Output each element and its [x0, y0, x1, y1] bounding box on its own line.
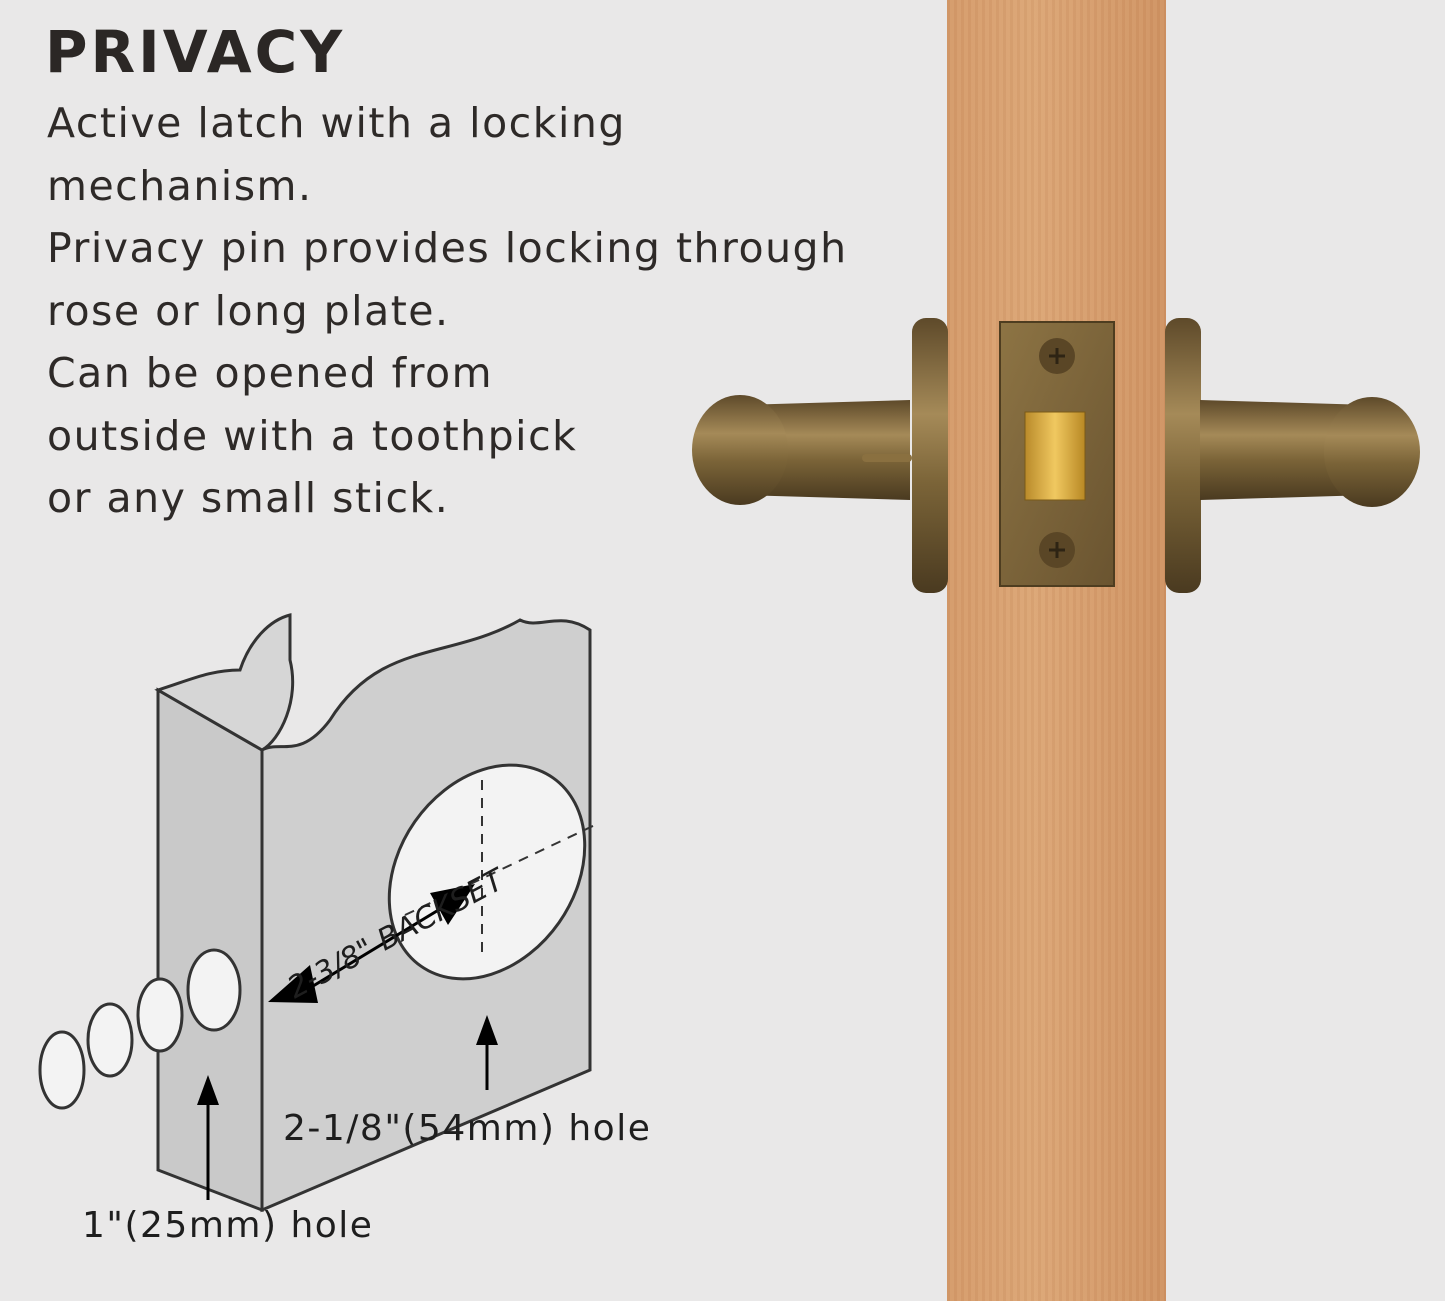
latch-plate	[999, 321, 1115, 587]
description-line: Privacy pin provides locking through	[47, 224, 848, 272]
product-title: PRIVACY	[45, 18, 346, 86]
door-prep-diagram	[38, 613, 596, 1213]
description-line: Active latch with a locking	[47, 99, 626, 147]
description: Active latch with a locking mechanism. P…	[47, 92, 848, 530]
wooden-door-image	[947, 0, 1166, 1301]
left-lever-handle	[692, 318, 948, 593]
face-hole-label: 2-1/8"(54mm) hole	[283, 1108, 652, 1149]
edge-hole-label: 1"(25mm) hole	[82, 1205, 374, 1246]
right-lever-handle	[1165, 318, 1420, 593]
description-line: outside with a toothpick	[47, 411, 578, 460]
description-line: mechanism.	[47, 161, 313, 210]
description-line: or any small stick.	[47, 474, 450, 522]
description-line: rose or long plate.	[47, 286, 450, 335]
description-line: Can be opened from	[47, 349, 494, 397]
